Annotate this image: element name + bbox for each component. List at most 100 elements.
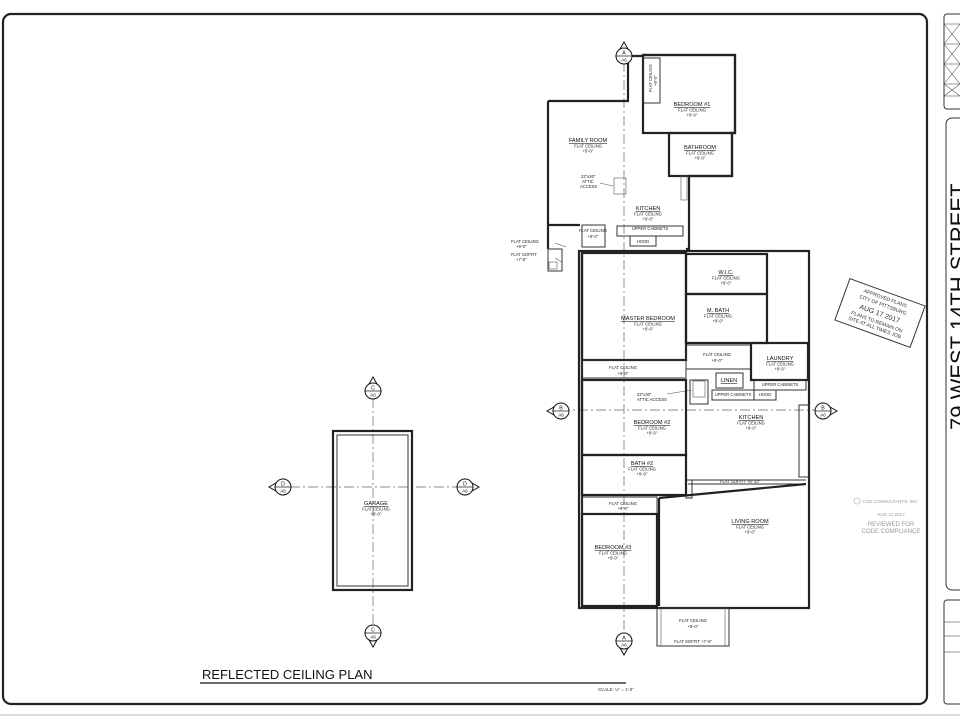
room-name: LINEN bbox=[721, 378, 737, 384]
room-height: +9'-0" bbox=[583, 149, 594, 154]
section-marker-c-top: CA6 bbox=[364, 375, 382, 400]
room-name: W.I.C. bbox=[718, 270, 734, 276]
master-bedroom-walls bbox=[580, 251, 688, 362]
room-height: +9'-0" bbox=[647, 431, 658, 436]
bathroom-walls bbox=[667, 131, 734, 178]
hood-note: HOOD bbox=[637, 239, 650, 244]
room-ceiling: FLAT CEILING bbox=[736, 525, 764, 530]
room-label-wic: W.I.C.FLAT CEILING+9'-0" bbox=[712, 270, 740, 286]
room-height: +9'-0" bbox=[643, 217, 654, 222]
attic-note-3: ACCESS bbox=[580, 184, 597, 189]
section-sheet: A6 bbox=[280, 489, 286, 494]
upper-cabinets-note: UPPER CABINETS bbox=[632, 226, 669, 231]
hall-height-note: +9'-0" bbox=[588, 234, 599, 239]
review-line-2: CODE COMPLIANCE bbox=[862, 529, 921, 535]
review-date: AUG 11 2017 bbox=[877, 512, 905, 517]
closet-height-note: +9'-0" bbox=[653, 75, 658, 86]
room-ceiling: FLAT CEILING bbox=[704, 314, 732, 319]
porch-soffit-note: FLAT SOFFIT +7'-6" bbox=[674, 639, 712, 644]
room-ceiling: FLAT CEILING bbox=[678, 108, 706, 113]
room-name: FAMILY ROOM bbox=[569, 138, 608, 144]
plan-title: REFLECTED CEILING PLAN bbox=[202, 667, 373, 682]
room-height: +9'-0" bbox=[608, 556, 619, 561]
linen-walls bbox=[715, 372, 744, 389]
bedroom-2-walls bbox=[580, 378, 688, 457]
section-letter: C bbox=[371, 628, 375, 634]
bedroom-3-walls bbox=[580, 512, 659, 608]
section-center-lines bbox=[290, 62, 822, 632]
room-height: +9'-0" bbox=[687, 113, 698, 118]
room-name: BATH #2 bbox=[631, 461, 653, 467]
section-sheet: A6 bbox=[370, 393, 376, 398]
section-letter: B bbox=[559, 406, 563, 412]
section-marker-b-right: BA6 bbox=[814, 402, 839, 420]
left-soffit-height: +7'-6" bbox=[516, 257, 527, 262]
title-block: 79 WEST 14TH STREET bbox=[943, 13, 960, 705]
section-letter: D bbox=[463, 482, 467, 488]
porch-outline bbox=[656, 607, 730, 647]
master-hall-ceiling: FLAT CEILING bbox=[609, 365, 637, 370]
upper-cabinets-lower-right: UPPER CABINETS bbox=[762, 382, 799, 387]
porch-height-note: +9'-0" bbox=[688, 624, 699, 629]
porch-ceiling-note: FLAT CEILING bbox=[679, 618, 707, 623]
room-ceiling: FLAT CEILING bbox=[686, 151, 714, 156]
room-name: BATHROOM bbox=[684, 145, 716, 151]
scale-note: SCALE: ¼" = 1'-0" bbox=[598, 687, 634, 692]
room-name: BEDROOM #2 bbox=[634, 420, 671, 426]
section-marker-d-right: DA6 bbox=[456, 478, 481, 496]
attic-hatch-lower bbox=[692, 380, 706, 398]
room-height: +9'-0" bbox=[643, 327, 654, 332]
section-sheet: A6 bbox=[621, 643, 627, 648]
section-sheet: A6 bbox=[820, 413, 826, 418]
section-sheet: A6 bbox=[462, 489, 468, 494]
approval-stamp: APPROVED PLANS CITY OF PITTSBURG AUG 17 … bbox=[834, 278, 926, 348]
section-marker-b-left: BA6 bbox=[545, 402, 570, 420]
room-height: +9'-0" bbox=[637, 472, 648, 477]
room-ceiling: FLAT CEILING bbox=[628, 467, 656, 472]
section-sheet: A6 bbox=[558, 413, 564, 418]
room-height: +9'-0" bbox=[695, 156, 706, 161]
room-height: +9'-0" bbox=[745, 530, 756, 535]
section-sheet: A6 bbox=[621, 58, 627, 63]
room-name: KITCHEN bbox=[636, 206, 661, 212]
room-ceiling: FLAT CEILING bbox=[574, 144, 602, 149]
section-marker-d-left: DA6 bbox=[267, 478, 292, 496]
room-name: BEDROOM #3 bbox=[595, 545, 632, 551]
closet-ceiling-note: FLAT CEILING bbox=[648, 64, 653, 92]
hall-closet-walls bbox=[581, 224, 606, 248]
room-name: BEDROOM #1 bbox=[674, 102, 711, 108]
room-ceiling: FLAT CEILING bbox=[362, 507, 390, 512]
hood-upper bbox=[629, 235, 657, 247]
attic-note-lower: 22"x30" bbox=[637, 392, 652, 397]
left-ceiling-note: FLAT CEILING bbox=[511, 239, 539, 244]
hall-height-note-2: +9'-0" bbox=[712, 358, 723, 363]
section-marker-a-top: AA6 bbox=[615, 40, 633, 65]
street-address: 79 WEST 14TH STREET bbox=[946, 183, 960, 430]
attic-note-lower-2: ATTIC ACCESS bbox=[637, 397, 667, 402]
attic-note-2: ATTIC bbox=[582, 179, 594, 184]
attic-note-1: 22"x30" bbox=[581, 174, 596, 179]
section-letter: A bbox=[622, 51, 626, 57]
room-height: +9'-0" bbox=[713, 319, 724, 324]
room-name: MASTER BEDROOM bbox=[621, 316, 675, 322]
left-soffit-note: FLAT SOFFIT bbox=[511, 252, 537, 257]
room-height: +9'-0" bbox=[721, 281, 732, 286]
room-label-linen: LINEN bbox=[721, 378, 737, 384]
review-line-1: REVIEWED FOR bbox=[868, 522, 915, 528]
section-letter: C bbox=[371, 386, 375, 392]
master-hall-height: +9'-0" bbox=[618, 371, 629, 376]
section-letter: A bbox=[622, 636, 626, 642]
sheet-border bbox=[1, 12, 929, 706]
room-ceiling: FLAT CEILING bbox=[638, 426, 666, 431]
